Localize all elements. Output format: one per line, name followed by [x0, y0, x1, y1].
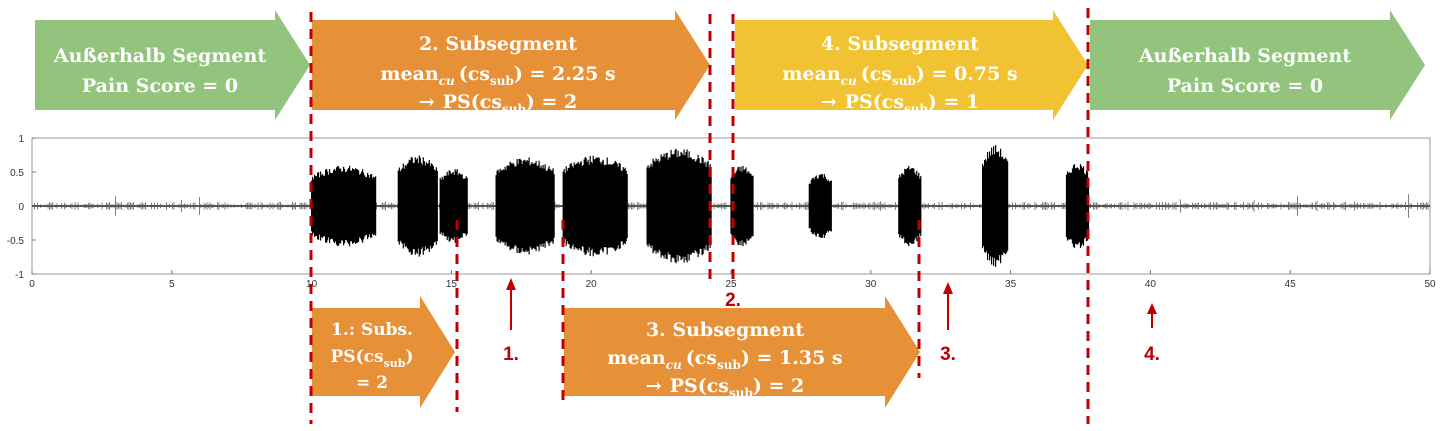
x-tick-label: 45: [1285, 279, 1297, 290]
y-tick-label: -0.5: [7, 236, 25, 247]
segment-label: Außerhalb Segment: [1138, 45, 1351, 67]
arrow-outside-segment-right: Außerhalb Segment Pain Score = 0: [1090, 10, 1425, 120]
signal-burst: [808, 174, 832, 238]
arrow-shape: [35, 10, 310, 120]
subsegment-title: 1.: Subs.: [331, 320, 413, 340]
marker-arrow-head: [1147, 303, 1157, 314]
arrow-subsegment-3: 3. Subsegment meancu(cssub) = 1.35 s →PS…: [564, 296, 920, 408]
subsegment-title: 3. Subsegment: [646, 319, 804, 341]
marker-4: 4.: [1144, 303, 1160, 365]
x-tick-label: 35: [1005, 279, 1017, 290]
subsegment-title: 2. Subsegment: [419, 33, 577, 55]
marker-label: 1.: [503, 344, 519, 365]
marker-1: 1.: [503, 278, 519, 365]
arrow-shape: [564, 296, 920, 408]
x-tick-label: 25: [725, 279, 737, 290]
x-tick-label: 15: [446, 279, 458, 290]
y-tick-label: 1: [18, 134, 24, 145]
marker-arrow-head: [506, 278, 516, 290]
marker-label: 2.: [725, 290, 741, 311]
marker-label: 3.: [940, 344, 956, 365]
signal-bursts: [311, 145, 1090, 267]
x-tick-label: 40: [1145, 279, 1157, 290]
pain-score-formula: →PS(cssub) = 1: [821, 91, 979, 116]
pain-score-value: = 2: [356, 373, 388, 393]
pain-score-formula: →PS(cssub) = 2: [419, 91, 577, 116]
mean-formula: meancu(cssub) = 2.25 s: [380, 63, 615, 88]
segment-label: Außerhalb Segment: [53, 45, 266, 67]
signal-burst: [982, 145, 1009, 267]
signal-burst: [646, 148, 712, 264]
segment-boundaries: [309, 8, 1090, 424]
subsegment-title: 4. Subsegment: [821, 33, 979, 55]
marker-label: 4.: [1144, 344, 1160, 365]
y-tick-label: 0: [18, 202, 24, 213]
signal-burst: [495, 157, 555, 255]
pain-score-label: Pain Score = 0: [1167, 75, 1323, 97]
signal-burst: [311, 165, 377, 247]
mean-formula: meancu(cssub) = 1.35 s: [607, 347, 842, 372]
x-tick-label: 5: [169, 279, 175, 290]
signal-burst: [439, 169, 468, 243]
pain-score-formula: PS(cssub): [331, 347, 414, 370]
arrow-subsegment-2: 2. Subsegment meancu(cssub) = 2.25 s →PS…: [312, 10, 710, 120]
arrow-shape: [1090, 10, 1425, 120]
arrow-shape: [735, 10, 1088, 120]
y-tick-label: -1: [15, 270, 24, 281]
signal-burst: [898, 165, 922, 247]
x-tick-label: 0: [29, 279, 35, 290]
arrow-outside-segment-left: Außerhalb Segment Pain Score = 0: [35, 10, 310, 120]
x-tick-label: 50: [1424, 279, 1436, 290]
arrow-shape: [312, 10, 710, 120]
signal-burst: [397, 155, 438, 257]
x-tick-label: 30: [865, 279, 877, 290]
pain-score-label: Pain Score = 0: [82, 75, 238, 97]
signal-burst: [1065, 164, 1090, 248]
arrow-shape: [312, 296, 455, 408]
pain-score-formula: →PS(cssub) = 2: [646, 375, 804, 400]
arrow-subsegment-4: 4. Subsegment meancu(cssub) = 0.75 s →PS…: [735, 10, 1088, 120]
marker-3: 3.: [940, 282, 956, 365]
mean-formula: meancu(cssub) = 0.75 s: [782, 63, 1017, 88]
marker-2: 2.: [725, 290, 741, 311]
arrow-subsegment-1: 1.: Subs. PS(cssub) = 2: [312, 296, 455, 408]
signal-burst: [562, 155, 628, 257]
marker-arrow-head: [943, 282, 953, 294]
y-tick-label: 0.5: [10, 168, 24, 179]
x-tick-label: 20: [586, 279, 598, 290]
